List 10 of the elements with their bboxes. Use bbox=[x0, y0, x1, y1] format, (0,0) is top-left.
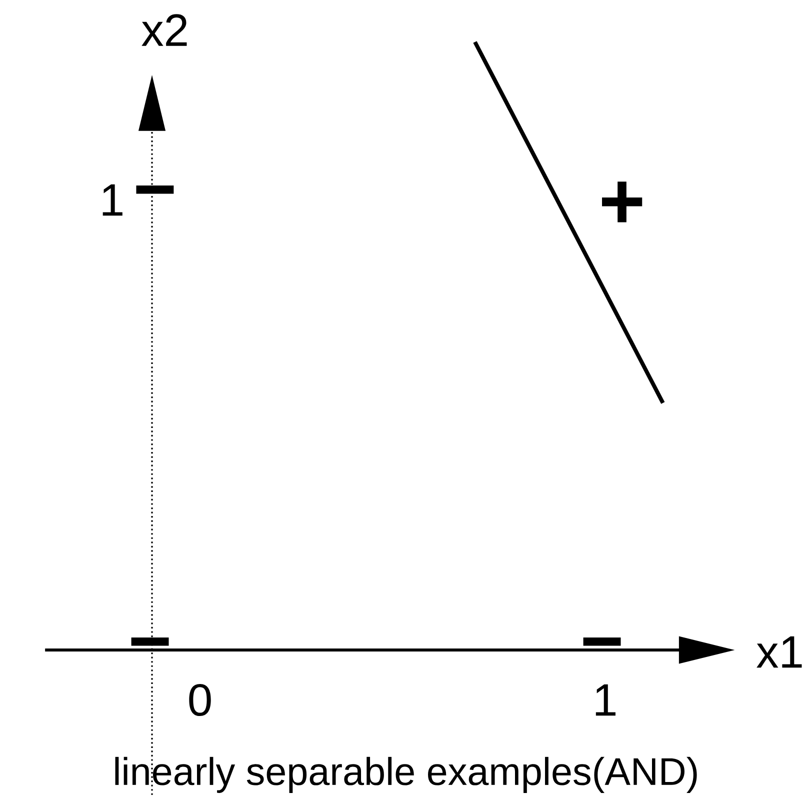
minus-sign: − bbox=[583, 638, 621, 646]
axis-label: x1 bbox=[756, 636, 802, 668]
minus-sign: − bbox=[136, 186, 174, 194]
tick-label: 1 bbox=[102, 184, 122, 216]
tick-label: 0 bbox=[189, 684, 211, 716]
tick-label: 1 bbox=[596, 684, 616, 716]
caption: linearly separable examples(AND) bbox=[115, 756, 697, 793]
axis-label: x2 bbox=[142, 14, 187, 46]
minus-sign: − bbox=[131, 638, 169, 646]
plus-sign: + bbox=[602, 182, 642, 222]
